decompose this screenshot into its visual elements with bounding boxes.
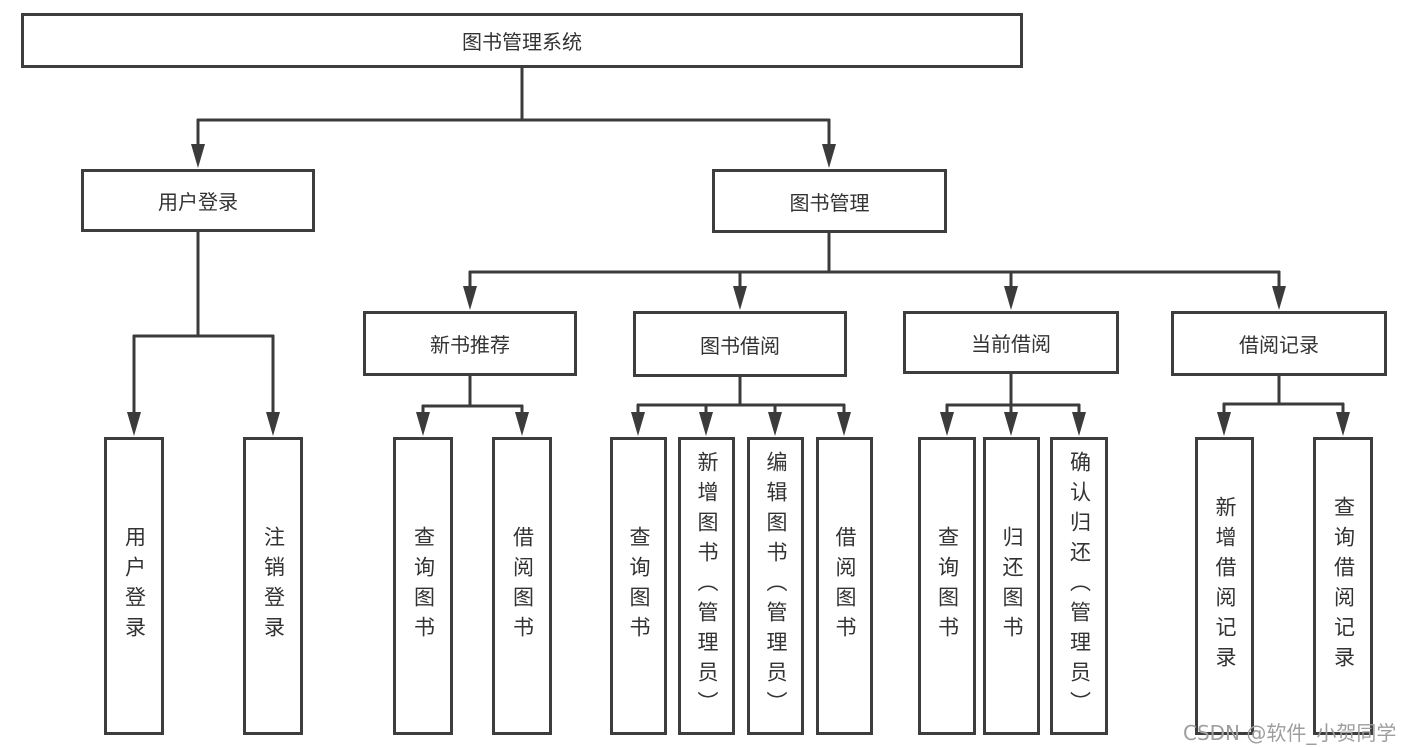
leaf-user-login-action: 用户登录: [104, 437, 164, 735]
leaf-label: 用户登录: [122, 526, 147, 646]
node-current-borrow: 当前借阅: [903, 311, 1119, 374]
node-root: 图书管理系统: [21, 13, 1023, 68]
leaf-label: 查询借阅记录: [1331, 496, 1356, 676]
leaf-add-borrow-record: 新增借阅记录: [1195, 437, 1254, 735]
leaf-query-books-borrow: 查询图书: [610, 437, 667, 735]
leaf-borrow-books: 借阅图书: [816, 437, 873, 735]
node-label: 用户登录: [158, 190, 238, 214]
node-label: 图书管理: [789, 190, 870, 215]
leaf-label: 查询图书: [411, 526, 436, 646]
node-label: 当前借阅: [971, 332, 1051, 356]
leaf-label: 查询图书: [935, 526, 960, 646]
node-borrow-records: 借阅记录: [1171, 311, 1387, 376]
leaf-label: 借阅图书: [510, 526, 535, 646]
leaf-query-borrow-record: 查询借阅记录: [1313, 437, 1373, 735]
node-label: 借阅记录: [1239, 333, 1319, 357]
leaf-label: 新增借阅记录: [1213, 496, 1237, 676]
leaf-label: 编辑图书（管理员）: [764, 451, 788, 721]
node-label: 新书推荐: [430, 333, 510, 357]
node-root-label: 图书管理系统: [462, 30, 582, 54]
leaf-label: 注销登录: [261, 526, 286, 646]
leaf-add-books-admin: 新增图书（管理员）: [678, 437, 735, 735]
leaf-confirm-return-admin: 确认归还（管理员）: [1050, 437, 1108, 735]
leaf-query-books-recommend: 查询图书: [393, 437, 453, 735]
csdn-watermark: CSDN @软件_小贺同学: [1183, 721, 1397, 745]
leaf-label: 确认归还（管理员）: [1067, 451, 1092, 721]
leaf-label: 归还图书: [1000, 526, 1024, 646]
leaf-edit-books-admin: 编辑图书（管理员）: [747, 437, 804, 735]
leaf-query-books-current: 查询图书: [918, 437, 976, 735]
node-book-management: 图书管理: [712, 169, 947, 233]
leaf-label: 借阅图书: [833, 526, 857, 646]
node-new-book-recommend: 新书推荐: [363, 311, 577, 376]
leaf-label: 新增图书（管理员）: [695, 451, 719, 721]
leaf-logout-action: 注销登录: [243, 437, 303, 735]
node-user-login: 用户登录: [81, 169, 315, 232]
node-book-borrow: 图书借阅: [633, 311, 847, 377]
leaf-return-books: 归还图书: [983, 437, 1040, 735]
node-label: 图书借阅: [700, 333, 780, 358]
leaf-borrow-books-recommend: 借阅图书: [492, 437, 552, 735]
leaf-label: 查询图书: [627, 526, 651, 646]
